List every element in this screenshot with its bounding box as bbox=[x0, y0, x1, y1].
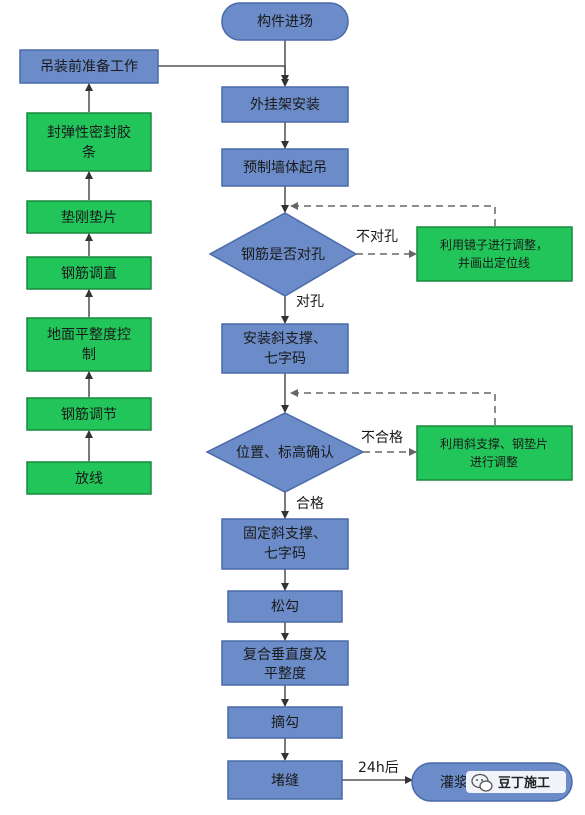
node-rebar-straighten: 钢筋调直 bbox=[26, 256, 152, 290]
node-fix-brace-label-1: 固定斜支撑、 bbox=[243, 526, 327, 542]
watermark-text: 豆丁施工 bbox=[498, 775, 550, 791]
node-seal: 封弹性密封胶 条 bbox=[26, 112, 152, 172]
node-rebar-check-label: 钢筋是否对孔 bbox=[241, 246, 325, 263]
node-scaffold: 外挂架安装 bbox=[221, 86, 349, 123]
node-install-brace-label-1: 安装斜支撑、 bbox=[243, 331, 327, 347]
node-recheck: 复合垂直度及 平整度 bbox=[221, 640, 349, 686]
node-floor-level-label-2: 制 bbox=[82, 347, 96, 363]
edge-label-passed: 合格 bbox=[296, 496, 324, 512]
node-unhook-label: 摘勾 bbox=[271, 714, 299, 731]
node-grouting-label: 灌浆 bbox=[440, 775, 468, 791]
node-brace-adjust-label-2: 进行调整 bbox=[470, 454, 518, 469]
node-hoist: 预制墙体起吊 bbox=[221, 148, 349, 187]
dashed-connectors bbox=[290, 202, 496, 456]
node-mirror-adjust: 利用镜子进行调整， 并画出定位线 bbox=[416, 226, 573, 282]
node-floor-level: 地面平整度控 制 bbox=[26, 317, 152, 372]
node-mirror-adjust-label-2: 并画出定位线 bbox=[458, 255, 530, 270]
wechat-icon bbox=[471, 773, 493, 792]
node-prep: 吊装前准备工作 bbox=[19, 49, 159, 84]
node-brace-adjust: 利用斜支撑、钢垫片 进行调整 bbox=[416, 425, 573, 481]
node-position-check: 位置、标高确认 bbox=[205, 412, 365, 493]
connectors bbox=[85, 40, 413, 784]
edge-label-not-aligned: 不对孔 bbox=[356, 229, 398, 245]
node-recheck-label-1: 复合垂直度及 bbox=[243, 646, 327, 663]
node-start: 构件进场 bbox=[221, 2, 349, 41]
node-start-label: 构件进场 bbox=[257, 14, 313, 30]
edge-brace-return bbox=[290, 389, 496, 425]
node-prep-label: 吊装前准备工作 bbox=[40, 58, 138, 75]
node-hoist-label: 预制墙体起吊 bbox=[243, 160, 327, 176]
node-layout-label: 放线 bbox=[75, 471, 103, 487]
edge-label-failed: 不合格 bbox=[361, 430, 403, 446]
node-grout-label: 堵缝 bbox=[271, 773, 299, 789]
node-rebar-straighten-label: 钢筋调直 bbox=[61, 265, 117, 282]
node-install-brace-label-2: 七字码 bbox=[264, 351, 306, 367]
node-scaffold-label: 外挂架安装 bbox=[250, 97, 320, 113]
node-brace-adjust-label-1: 利用斜支撑、钢垫片 bbox=[440, 436, 548, 451]
node-seal-label-1: 封弹性密封胶 bbox=[47, 124, 131, 141]
node-release-hook: 松勾 bbox=[227, 590, 343, 623]
node-shim-label: 垫刚垫片 bbox=[61, 210, 117, 226]
edge-label-after-24h: 24h后 bbox=[358, 760, 399, 776]
node-seal-label-2: 条 bbox=[82, 144, 96, 161]
node-rebar-adjust-label: 钢筋调节 bbox=[61, 406, 117, 423]
node-recheck-label-2: 平整度 bbox=[264, 666, 306, 682]
edge-mirror-return bbox=[290, 202, 496, 226]
node-position-check-label: 位置、标高确认 bbox=[236, 444, 334, 461]
edge-label-aligned: 对孔 bbox=[296, 294, 324, 310]
node-floor-level-label-1: 地面平整度控 bbox=[47, 327, 131, 343]
node-grout: 堵缝 bbox=[227, 760, 343, 800]
node-shim: 垫刚垫片 bbox=[26, 200, 152, 234]
node-release-hook-label: 松勾 bbox=[271, 599, 299, 615]
node-fix-brace: 固定斜支撑、 七字码 bbox=[221, 518, 349, 570]
node-rebar-adjust: 钢筋调节 bbox=[26, 397, 152, 431]
node-layout: 放线 bbox=[26, 461, 152, 495]
edge-prep-spine bbox=[158, 65, 289, 83]
node-mirror-adjust-label-1: 利用镜子进行调整， bbox=[440, 237, 548, 252]
node-fix-brace-label-2: 七字码 bbox=[264, 546, 306, 562]
watermark: 豆丁施工 bbox=[466, 771, 566, 793]
node-install-brace: 安装斜支撑、 七字码 bbox=[221, 323, 349, 374]
node-rebar-check: 钢筋是否对孔 bbox=[208, 212, 358, 297]
node-unhook: 摘勾 bbox=[227, 706, 343, 739]
